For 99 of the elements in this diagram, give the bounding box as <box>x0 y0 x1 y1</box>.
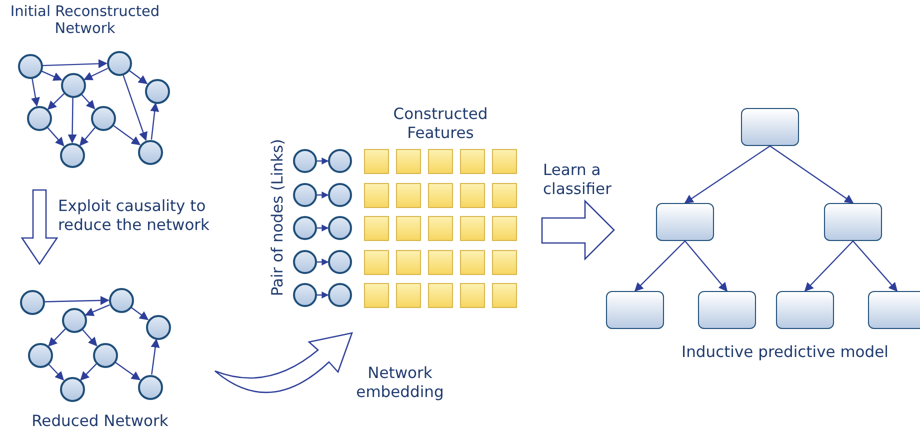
arrow <box>684 240 728 292</box>
network-node <box>144 78 170 104</box>
feature-cell <box>428 216 452 240</box>
feature-cell <box>364 216 388 240</box>
caption-text: Reduced Network <box>30 412 170 431</box>
feature-cell <box>364 182 388 208</box>
arrow <box>804 240 854 292</box>
axis-label: Pair of nodes (Links) <box>268 138 288 298</box>
feature-cell <box>460 282 484 308</box>
arrow <box>114 362 141 380</box>
network-node <box>18 54 42 78</box>
arrow <box>46 126 64 146</box>
arrow <box>82 328 98 346</box>
feature-cell <box>396 216 420 240</box>
feature-cell <box>364 148 388 174</box>
tree-node-box <box>698 291 756 329</box>
feature-cell <box>396 282 420 308</box>
network-node <box>108 288 134 312</box>
arrow <box>128 70 148 84</box>
arrow <box>150 338 160 375</box>
network-node <box>138 374 162 400</box>
network-node <box>328 183 352 207</box>
arrow <box>80 364 97 381</box>
feature-cell <box>396 148 420 174</box>
arrow <box>122 74 148 142</box>
arrow <box>852 240 898 292</box>
network-node <box>293 183 317 207</box>
arrow <box>112 124 141 146</box>
network-node <box>328 283 352 307</box>
network-node <box>293 149 317 173</box>
network-node <box>90 106 116 130</box>
arrow <box>68 98 77 144</box>
arrow <box>83 68 108 80</box>
network-node <box>62 308 86 332</box>
feature-cell <box>364 282 388 308</box>
arrow <box>684 146 770 204</box>
arrow <box>79 127 96 146</box>
arrow <box>634 240 686 292</box>
feature-cell <box>492 282 516 308</box>
feature-cell <box>396 250 420 274</box>
network-node <box>328 250 352 274</box>
caption-text: Constructed Features <box>392 105 489 143</box>
network-node <box>60 72 86 98</box>
network-node <box>146 314 170 340</box>
feature-cell <box>492 182 516 208</box>
feature-cell <box>396 182 420 208</box>
network-node <box>28 342 52 368</box>
network-node <box>60 142 84 168</box>
feature-cell <box>460 250 484 274</box>
arrow <box>317 224 329 232</box>
caption-text: Exploit causality to reduce the network <box>58 197 211 235</box>
feature-cell <box>460 182 484 208</box>
feature-cell <box>364 250 388 274</box>
network-node <box>20 290 44 314</box>
arrow <box>317 158 329 164</box>
arrow <box>317 292 329 298</box>
tree-node-box <box>656 203 714 241</box>
network-node <box>138 140 162 164</box>
caption-text: Initial Reconstructed Network <box>9 4 161 38</box>
arrow <box>80 94 96 110</box>
arrow <box>48 328 66 347</box>
network-node <box>328 216 352 240</box>
network-node <box>26 106 52 130</box>
arrow <box>130 306 149 320</box>
caption-text: Inductive predictive model <box>680 343 890 362</box>
feature-cell <box>492 216 516 240</box>
arrow <box>47 93 64 110</box>
network-node <box>293 216 317 240</box>
network-node <box>328 149 352 173</box>
feature-cell <box>460 216 484 240</box>
network-node <box>293 250 317 274</box>
feature-cell <box>428 282 452 308</box>
arrow <box>31 78 40 107</box>
network-node <box>293 283 317 307</box>
tree-node-box <box>824 203 882 241</box>
tree-node-box <box>741 108 799 146</box>
arrow <box>41 70 62 81</box>
network-node <box>92 342 118 368</box>
feature-cell <box>428 182 452 208</box>
arrow <box>317 258 329 266</box>
caption-text: Network embedding <box>355 364 445 402</box>
arrow <box>317 192 329 198</box>
network-node <box>106 50 132 76</box>
caption-text: Learn a classifier <box>543 161 612 199</box>
arrow <box>44 296 110 305</box>
arrow <box>48 364 64 381</box>
tree-node-box <box>868 291 920 329</box>
network-node <box>60 376 84 402</box>
feature-cell <box>492 148 516 174</box>
arrow <box>84 304 110 316</box>
feature-cell <box>428 250 452 274</box>
feature-cell <box>492 250 516 274</box>
arrow <box>42 59 108 68</box>
arrow <box>150 102 160 140</box>
feature-cell <box>460 148 484 174</box>
feature-cell <box>428 148 452 174</box>
arrow <box>770 146 854 204</box>
tree-node-box <box>776 291 834 329</box>
tree-node-box <box>606 291 664 329</box>
